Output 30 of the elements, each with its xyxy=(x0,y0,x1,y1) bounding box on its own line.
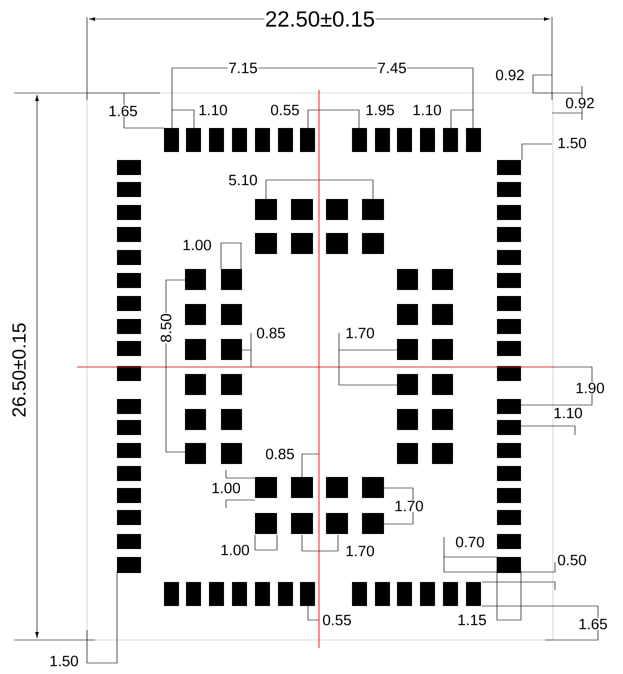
dimension-label: 1.10 xyxy=(412,104,442,116)
dimension-label: 0.92 xyxy=(564,97,596,109)
dimension-label: 0.85 xyxy=(264,448,296,460)
dimension-label: 1.50 xyxy=(48,655,80,667)
dimension-label: 1.00 xyxy=(182,239,212,251)
dimension-label: 0.85 xyxy=(256,327,286,339)
dimension-label: 1.65 xyxy=(108,105,138,117)
dimension-label: 0.70 xyxy=(454,536,486,548)
dimension-label: 1.70 xyxy=(394,500,424,512)
dimension-label: 1.15 xyxy=(456,614,488,626)
dimension-label: 26.50±0.15 xyxy=(12,322,26,418)
dimension-label: 8.50 xyxy=(160,312,172,344)
dimension-label: 7.45 xyxy=(376,62,408,74)
dimension-label: 1.50 xyxy=(556,137,588,149)
dimension-label: 1.10 xyxy=(198,104,228,116)
dimension-label: 1.10 xyxy=(552,407,584,419)
dimension-label: 22.50±0.15 xyxy=(264,10,376,28)
dimension-label: 0.50 xyxy=(556,554,588,566)
dimension-label: 1.70 xyxy=(344,545,376,557)
dimension-label: 0.55 xyxy=(322,614,352,626)
dimension-label: 7.15 xyxy=(228,62,258,74)
dimension-label: 1.70 xyxy=(344,327,376,339)
dimension-label: 5.10 xyxy=(228,174,258,186)
dimension-label: 1.90 xyxy=(574,382,606,394)
dimension-label: 1.65 xyxy=(578,618,608,630)
dimension-label: 1.95 xyxy=(364,104,396,116)
dimension-label: 1.00 xyxy=(210,482,242,494)
dimension-label: 1.00 xyxy=(220,544,250,556)
dimension-label: 0.55 xyxy=(270,104,300,116)
dimension-label: 0.92 xyxy=(494,69,526,81)
